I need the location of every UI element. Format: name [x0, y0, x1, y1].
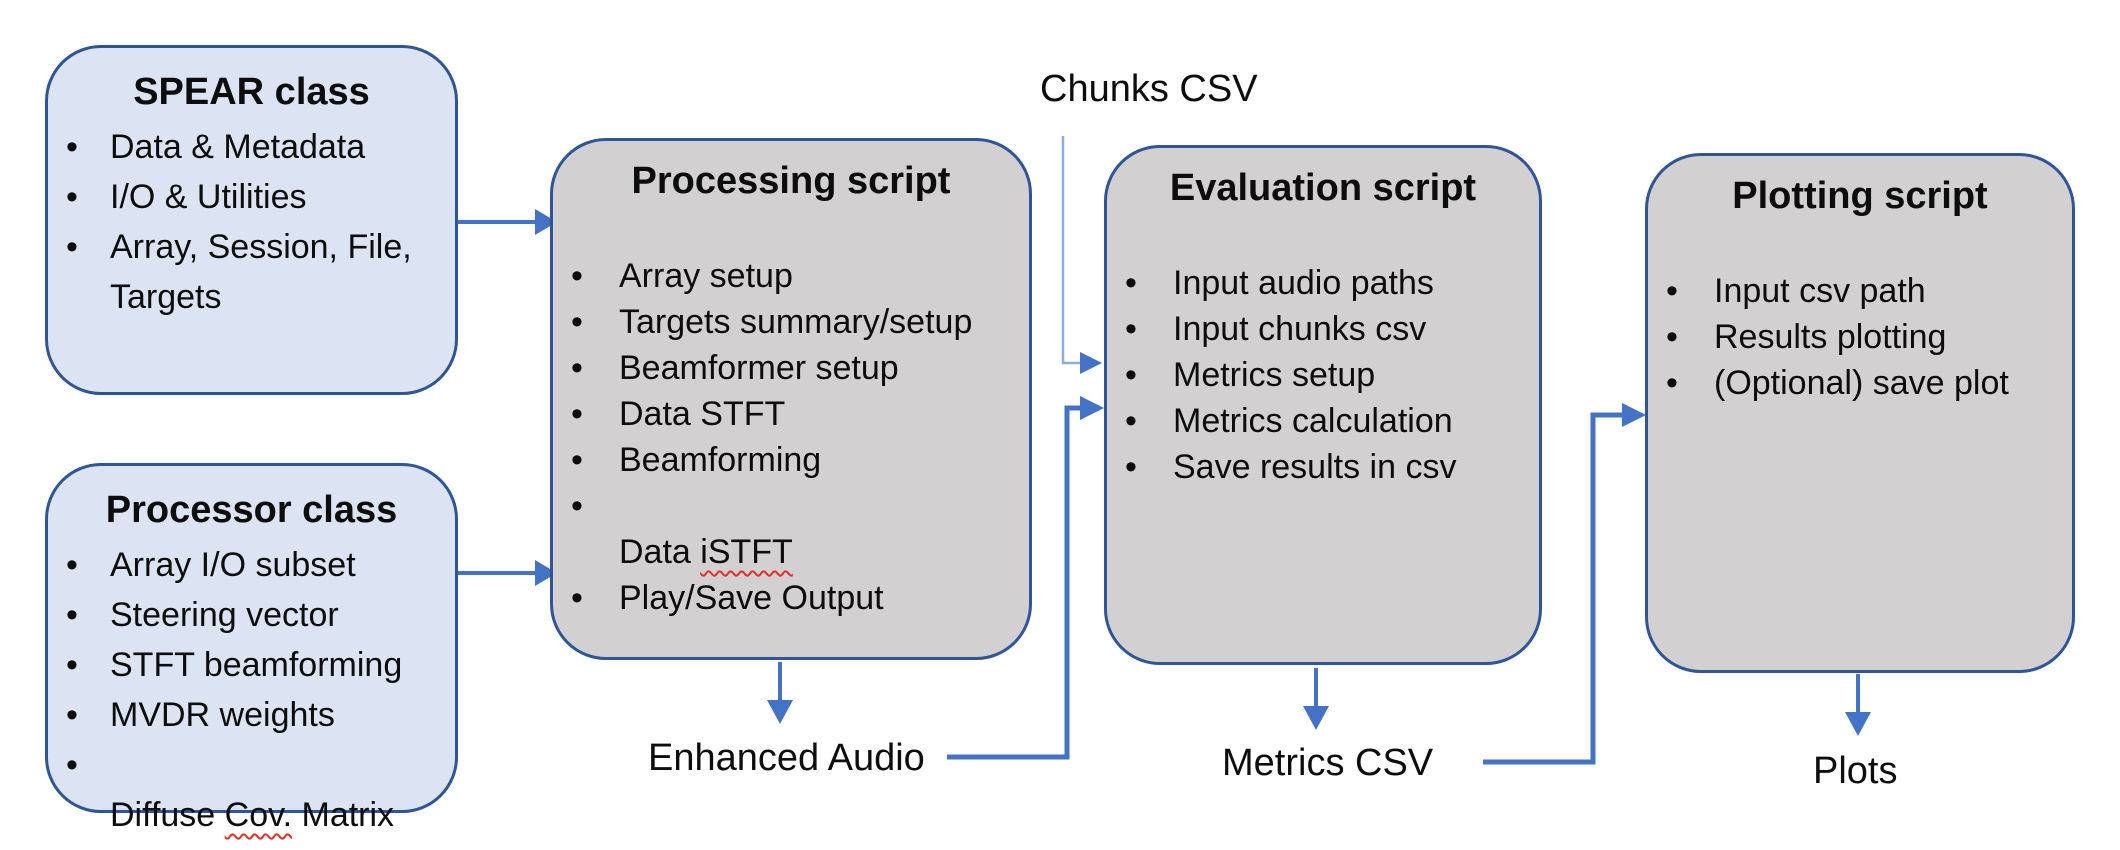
label-plots: Plots [1813, 750, 1898, 792]
processing-script-box: Processing script Array setup Targets su… [550, 138, 1032, 660]
list-item: Metrics calculation [1107, 398, 1539, 444]
processor-class-list: Array I/O subset Steering vector STFT be… [48, 540, 455, 840]
connector-chunks-csv-to-evaluation [1061, 136, 1102, 374]
label-metrics-csv: Metrics CSV [1222, 742, 1434, 784]
spellcheck-underlined-word: Cov. [224, 796, 293, 834]
list-item: Array setup [553, 253, 1029, 299]
list-item: Beamforming [553, 437, 1029, 483]
plotting-script-list: Input csv path Results plotting (Optiona… [1648, 268, 2072, 406]
list-item: Data & Metadata [48, 122, 455, 172]
label-enhanced-audio: Enhanced Audio [648, 737, 925, 779]
label-chunks-csv: Chunks CSV [1040, 68, 1258, 110]
list-item: Metrics setup [1107, 352, 1539, 398]
item-text: Data [619, 533, 701, 571]
spear-class-list: Data & Metadata I/O & Utilities Array, S… [48, 122, 455, 322]
processing-script-list: Array setup Targets summary/setup Beamfo… [553, 253, 1029, 621]
arrow-processing-to-enhanced-audio [767, 662, 793, 724]
arrow-spear-to-processing [458, 209, 557, 235]
processor-class-title: Processor class [105, 489, 398, 531]
item-text: Matrix [292, 796, 395, 834]
evaluation-script-box: Evaluation script Input audio paths Inpu… [1104, 145, 1542, 665]
list-item: Data iSTFT [553, 483, 1029, 575]
list-item: MVDR weights [48, 690, 455, 740]
spear-class-title: SPEAR class [133, 71, 370, 113]
list-item: Input csv path [1648, 268, 2072, 314]
processor-class-box: Processor class Array I/O subset Steerin… [45, 463, 458, 834]
list-item: Input chunks csv [1107, 306, 1539, 352]
list-item: Targets summary/setup [553, 299, 1029, 345]
list-item: Array I/O subset [48, 540, 455, 590]
item-text: Diffuse [110, 796, 225, 834]
list-item: Play/Save Output [553, 575, 1029, 621]
plotting-script-box: Plotting script Input csv path Results p… [1645, 153, 2075, 673]
list-item: Beamformer setup [553, 345, 1029, 391]
spear-class-box: SPEAR class Data & Metadata I/O & Utilit… [45, 45, 458, 395]
list-item: Save results in csv [1107, 444, 1539, 490]
list-item: Steering vector [48, 590, 455, 640]
arrow-processor-to-processing [458, 560, 557, 586]
arrow-plotting-to-plots [1845, 674, 1871, 736]
list-item: Diffuse Cov. Matrix [48, 740, 455, 840]
evaluation-script-list: Input audio paths Input chunks csv Metri… [1107, 260, 1539, 490]
spellcheck-underlined-word: iSTFT [700, 533, 793, 571]
list-item: Data STFT [553, 391, 1029, 437]
connector-enhanced-audio-to-evaluation [947, 396, 1104, 760]
processing-script-title: Processing script [631, 160, 951, 202]
list-item: (Optional) save plot [1648, 360, 2072, 406]
plotting-script-title: Plotting script [1732, 175, 1988, 217]
list-item: Array, Session, File, Targets [48, 222, 455, 322]
arrow-evaluation-to-metrics-csv [1303, 668, 1329, 730]
connector-metrics-csv-to-plotting [1483, 403, 1646, 765]
list-item: Input audio paths [1107, 260, 1539, 306]
list-item: Results plotting [1648, 314, 2072, 360]
list-item: STFT beamforming [48, 640, 455, 690]
evaluation-script-title: Evaluation script [1169, 167, 1477, 209]
list-item: I/O & Utilities [48, 172, 455, 222]
